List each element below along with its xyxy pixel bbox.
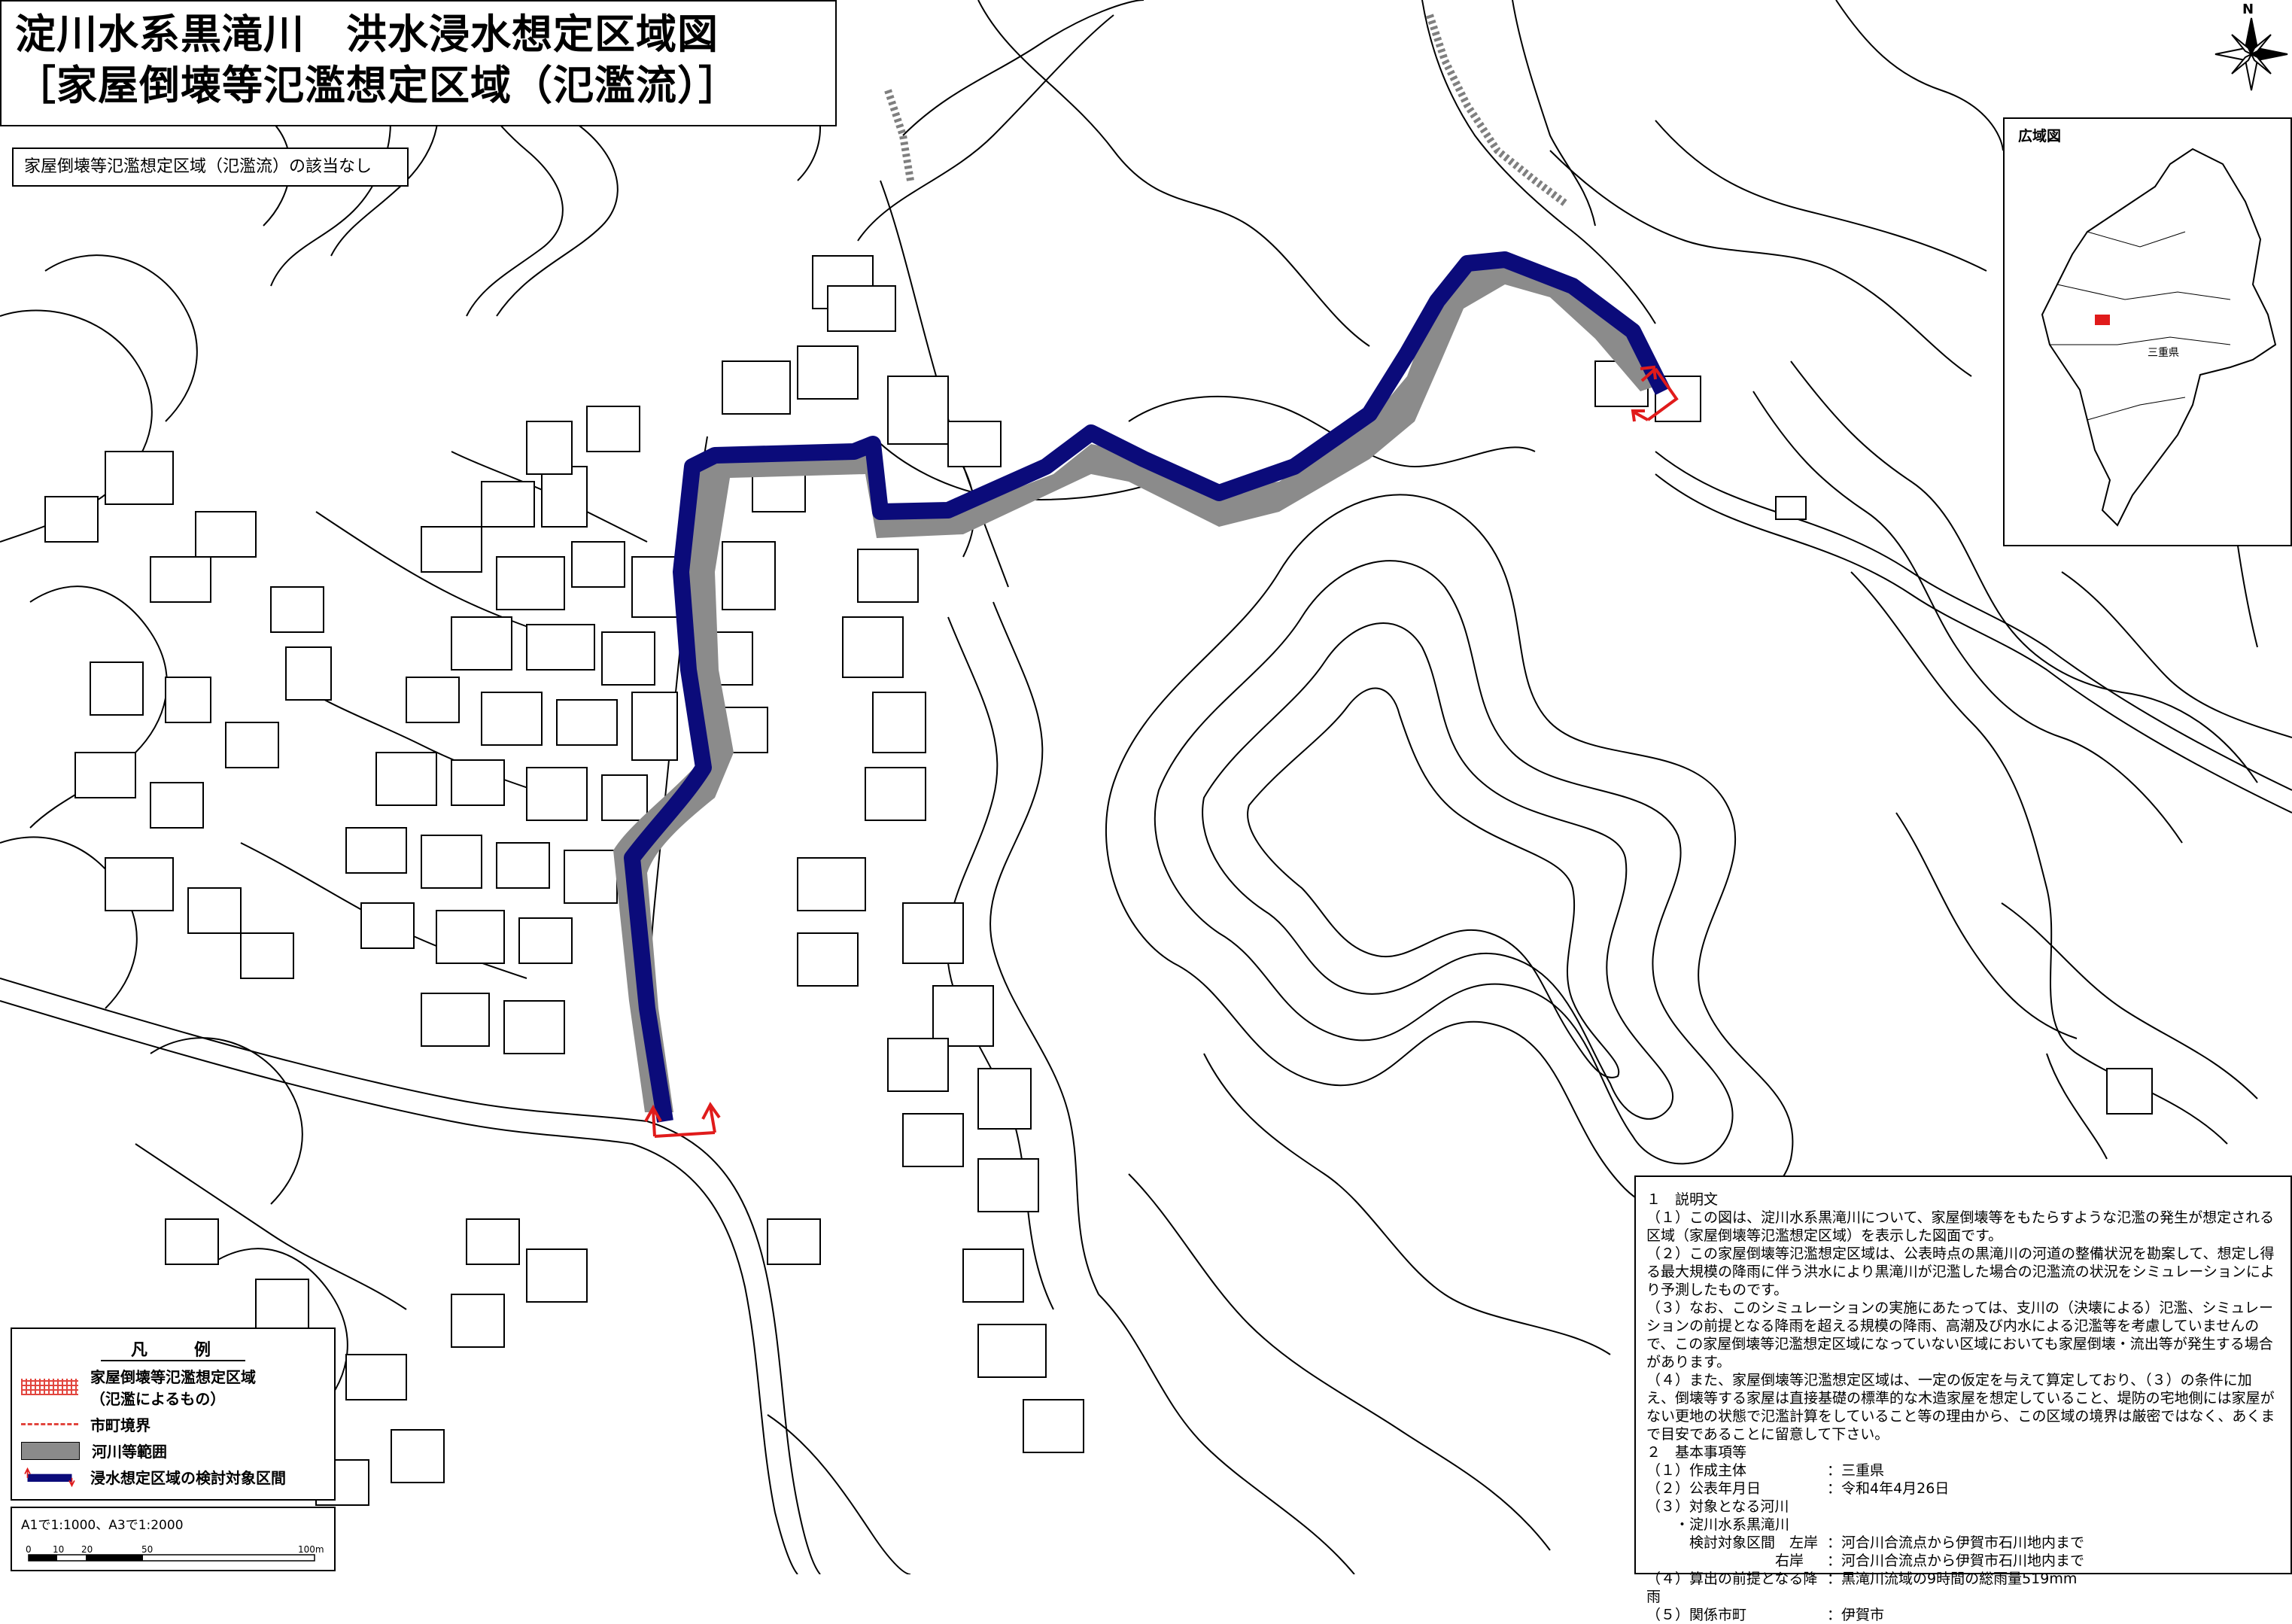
legend-heading: 凡 例 <box>21 1337 325 1361</box>
prefecture-outline <box>2041 147 2277 527</box>
legend-item-collapse-zone: 家屋倒壊等氾濫想定区域 （氾濫によるもの） <box>21 1365 325 1409</box>
river-section-line <box>624 251 1670 1123</box>
section2-title: ２ 基本事項等 <box>1646 1444 1747 1461</box>
legend: 凡 例 家屋倒壊等氾濫想定区域 （氾濫によるもの） 市町境界 河川等範囲 浸水想… <box>11 1327 336 1501</box>
scale-tick-0: 0 <box>26 1544 32 1555</box>
scale-box: A1で1:1000、A3で1:2000 0 10 20 50 100m <box>11 1507 336 1571</box>
scale-tick-10: 10 <box>53 1544 65 1555</box>
fact-row: （４）算出の前提となる降雨：黒滝川流域の9時間の総雨量519mm <box>1646 1571 2078 1605</box>
base-map <box>0 0 2292 1574</box>
buildings <box>44 255 2153 1506</box>
dashed-line-icon <box>21 1423 78 1425</box>
section1-title: １ 説明文 <box>1646 1191 1719 1208</box>
explanation-item: （３）なお、このシミュレーションの実施にあたっては、支川の（決壊による）氾濫、シ… <box>1646 1300 2273 1370</box>
explanation-panel: １ 説明文 （１）この図は、淀川水系黒滝川について、家屋倒壊等をもたらすような氾… <box>1634 1175 2292 1623</box>
gray-fill-icon <box>21 1441 80 1460</box>
fact-row: （５）関係市町：伊賀市 <box>1646 1607 1885 1623</box>
fact-row: 検討対象区間 左岸：河合川合流点から伊賀市石川地内まで <box>1646 1534 2085 1551</box>
scale-bar <box>28 1554 315 1562</box>
fact-row: ・淀川水系黒滝川 <box>1646 1516 1790 1533</box>
legend-label: 河川等範囲 <box>92 1443 167 1461</box>
fact-row: （２）公表年月日：令和4年4月26日 <box>1646 1480 1950 1497</box>
fact-row: （１）作成主体：三重県 <box>1646 1462 1885 1479</box>
north-label: N <box>2242 2 2254 17</box>
retaining-walls <box>884 14 2125 377</box>
map-title: 淀川水系黒滝川 洪水浸水想定区域図 <box>15 11 719 58</box>
map-title-box: 淀川水系黒滝川 洪水浸水想定区域図 ［家屋倒壊等氾濫想定区域（氾濫流）］ <box>0 0 837 126</box>
explanation-item: （４）また、家屋倒壊等氾濫想定区域は、一定の仮定を与えて算定しており、（３）の条… <box>1646 1372 2275 1443</box>
legend-item-municipal-boundary: 市町境界 <box>21 1413 325 1435</box>
overview-map-label: 広域図 <box>2018 128 2062 144</box>
map-subtitle: ［家屋倒壊等氾濫想定区域（氾濫流）］ <box>15 62 740 109</box>
north-arrow <box>2214 17 2288 91</box>
overview-area-name: 三重県 <box>2148 347 2179 359</box>
blue-bar-arrows-icon <box>24 1467 75 1487</box>
scale-tick-100: 100m <box>298 1544 324 1555</box>
legend-item-study-section: 浸水想定区域の検討対象区間 <box>21 1466 325 1488</box>
fact-row: 右岸：河合川合流点から伊賀市石川地内まで <box>1646 1553 2085 1569</box>
not-applicable-note: 家屋倒壊等氾濫想定区域（氾濫流）の該当なし <box>12 147 409 187</box>
legend-label: 市町境界 <box>90 1416 150 1434</box>
fact-row: （３）対象となる河川 <box>1646 1498 1789 1515</box>
legend-label: 家屋倒壊等氾濫想定区域 <box>90 1368 256 1386</box>
explanation-item: （１）この図は、淀川水系黒滝川について、家屋倒壊等をもたらすような氾濫の発生が想… <box>1646 1209 2275 1244</box>
legend-item-river-extent: 河川等範囲 <box>21 1440 325 1461</box>
legend-label: 浸水想定区域の検討対象区間 <box>90 1469 286 1487</box>
legend-sublabel: （氾濫によるもの） <box>90 1390 226 1408</box>
overview-map: 広域図 三重県 <box>2003 117 2292 546</box>
scale-tick-50: 50 <box>141 1544 154 1555</box>
scale-tick-20: 20 <box>81 1544 93 1555</box>
hatched-area-icon <box>21 1379 78 1395</box>
section-markers <box>644 365 1679 1138</box>
scale-text: A1で1:1000、A3で1:2000 <box>21 1518 184 1533</box>
explanation-item: （２）この家屋倒壊等氾濫想定区域は、公表時点の黒滝川の河道の整備状況を勘案して、… <box>1646 1245 2275 1298</box>
